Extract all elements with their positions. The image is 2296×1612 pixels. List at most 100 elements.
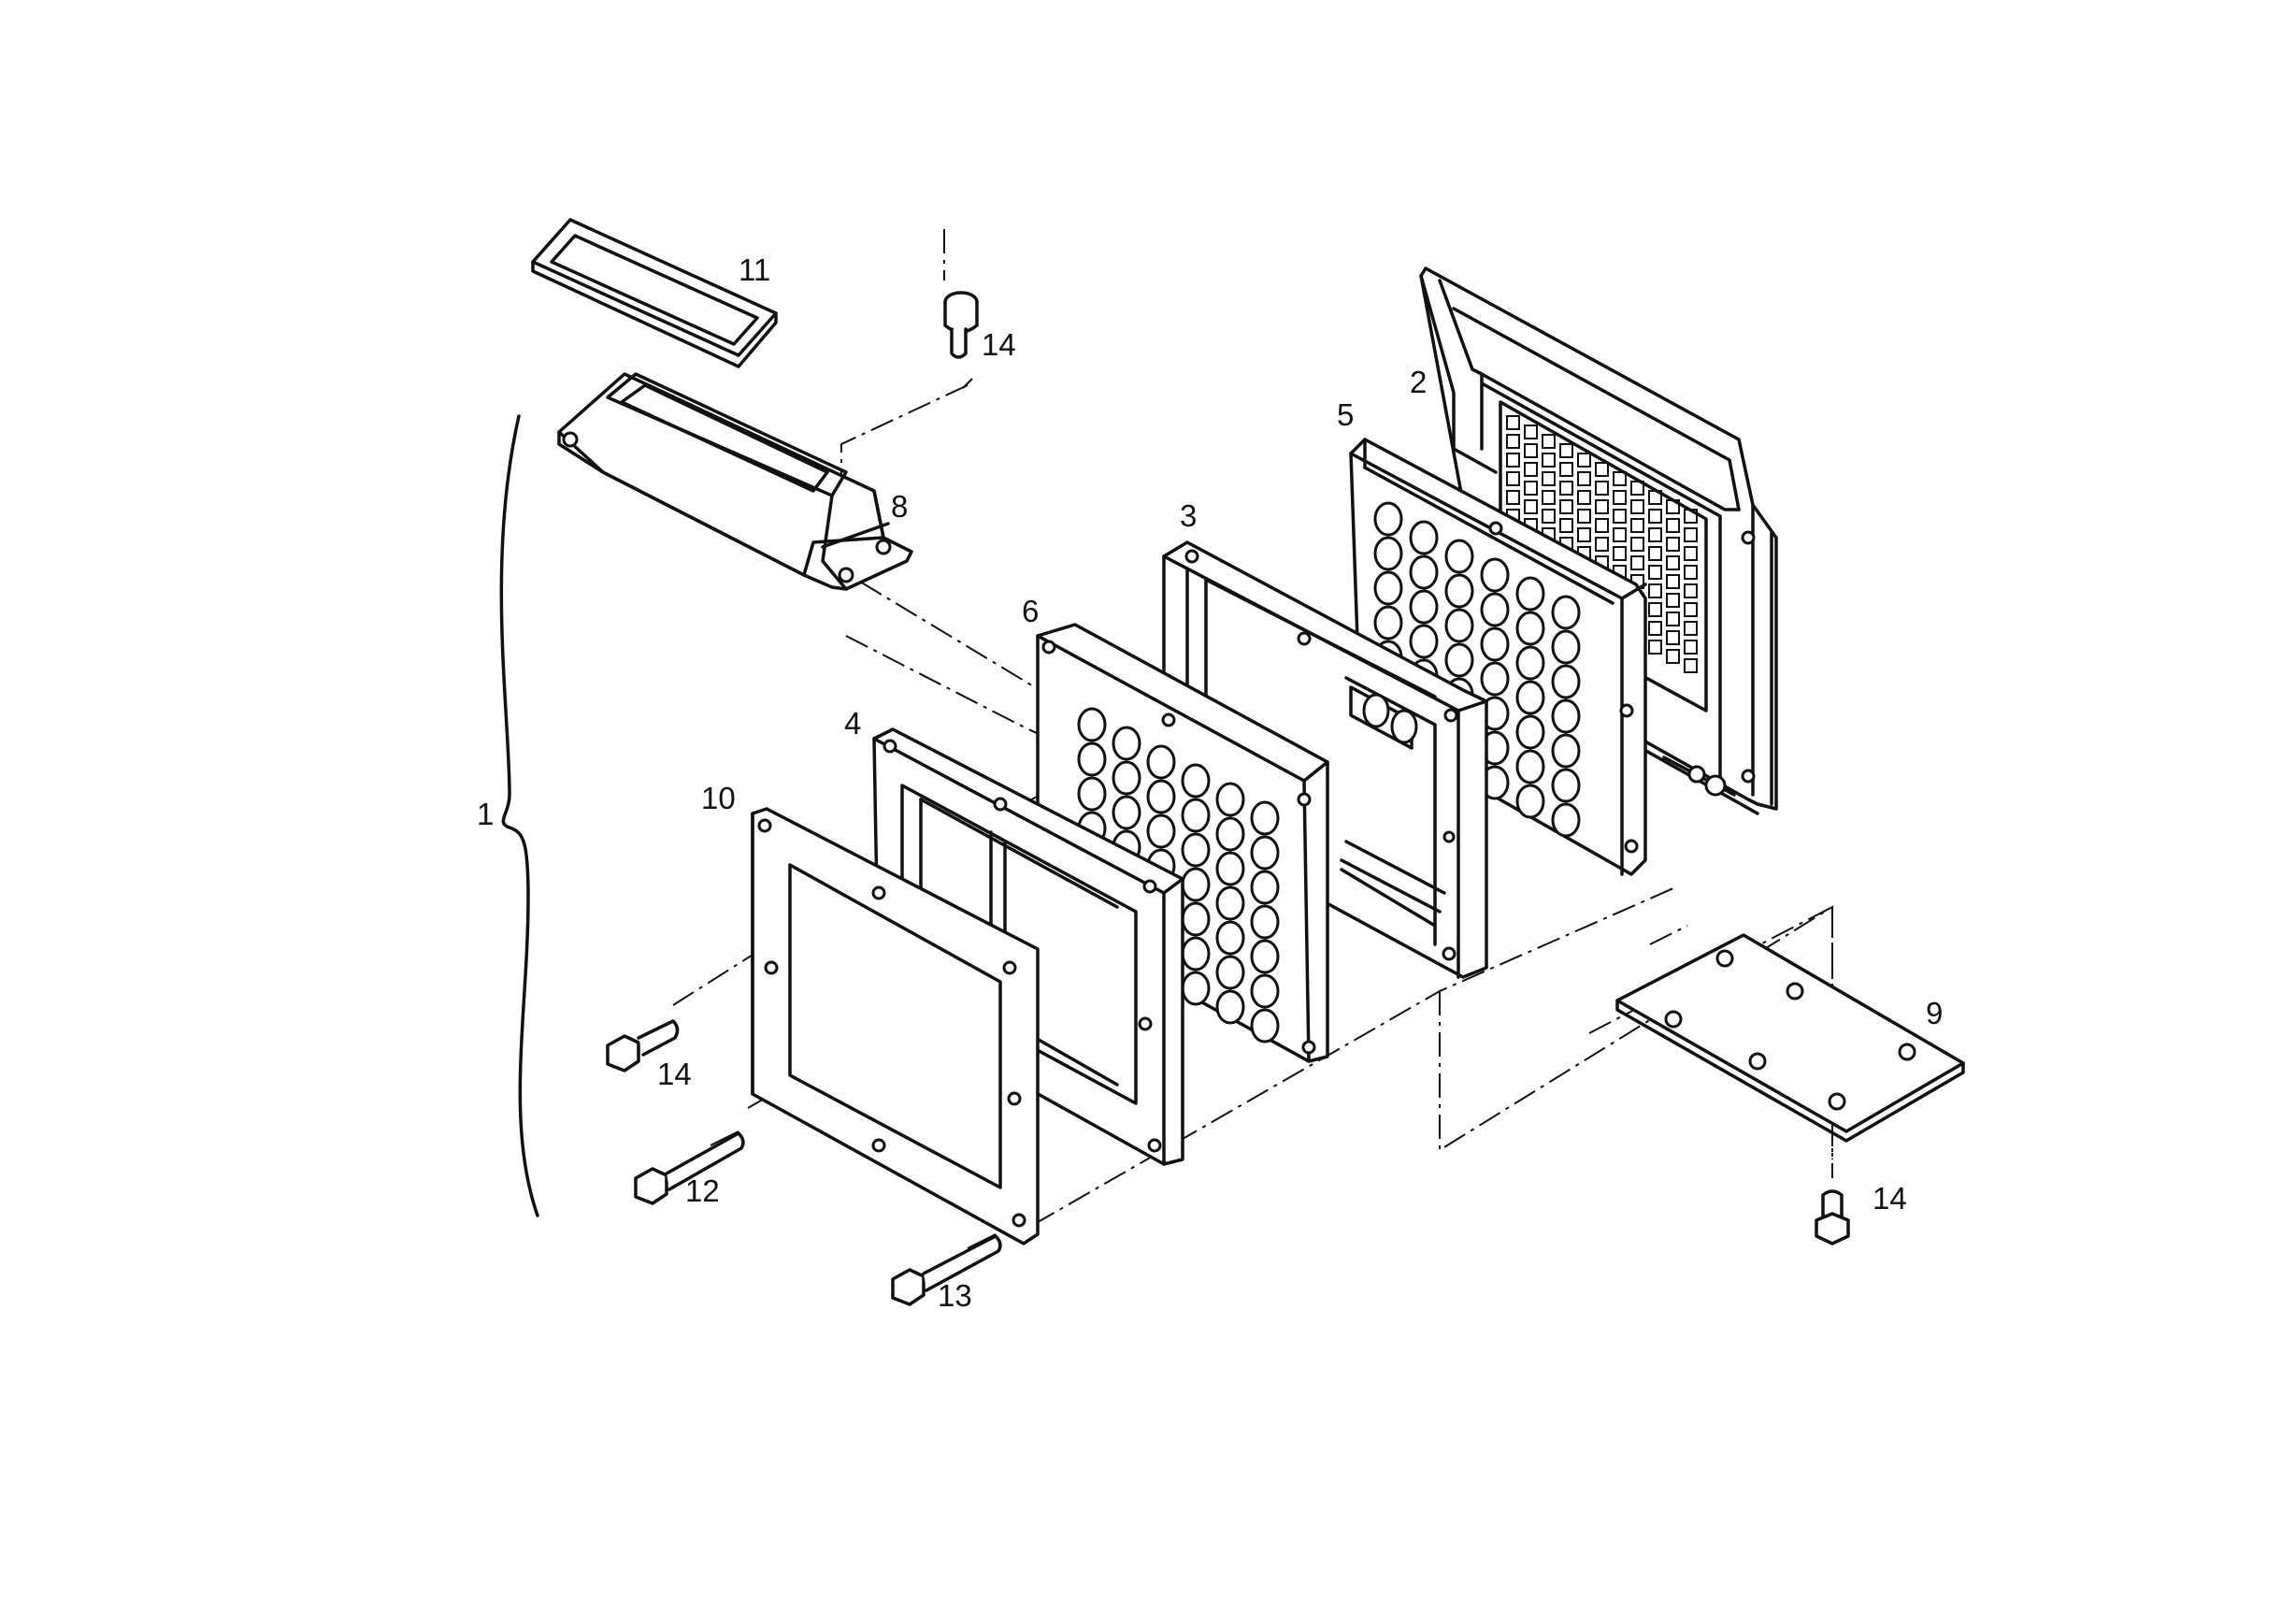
grommet-hole (1551, 733, 1581, 769)
cover-grid-cell (1524, 425, 1538, 439)
cover-grid-cell (1684, 583, 1698, 598)
grommet-hole (1444, 642, 1474, 678)
callout-4: 4 (844, 706, 861, 741)
cover-grid-cell (1542, 453, 1556, 468)
callout-5: 5 (1337, 397, 1354, 432)
cover-grid-cell (1542, 490, 1556, 505)
grommet-hole (1373, 605, 1403, 640)
grommet-hole (1215, 989, 1245, 1025)
cover-grid-cell (1666, 574, 1680, 589)
cover-grid-cell (1648, 490, 1662, 505)
callout-3: 3 (1180, 498, 1197, 533)
callout-11: 11 (739, 252, 770, 287)
cover-grid-cell (1684, 546, 1698, 561)
grommet-hole (1112, 760, 1141, 796)
callout-12: 12 (685, 1173, 720, 1208)
grommet-hole (1250, 800, 1280, 836)
cover-grid-cell (1577, 471, 1591, 486)
cover-grid-cell (1577, 527, 1591, 542)
grommet-hole (1250, 870, 1280, 905)
cover-grid-cell (1595, 481, 1609, 496)
cover-grid-cell (1630, 499, 1644, 514)
grommet-hole (1409, 554, 1439, 590)
cover-grid-cell (1506, 490, 1520, 505)
grommet-hole (1409, 589, 1439, 625)
cover-grid-cell (1684, 602, 1698, 617)
cover-grid-cell (1666, 537, 1680, 552)
grommet-hole (1373, 570, 1403, 606)
grommet-hole (1146, 779, 1176, 814)
cover-grid-cell (1648, 640, 1662, 655)
grommet-hole (1077, 741, 1107, 777)
cover-grid-cell (1559, 518, 1573, 533)
bolt-12 (634, 1130, 745, 1205)
callout-14-top: 14 (982, 327, 1016, 362)
cover-grid-cell (1684, 658, 1698, 673)
cover-grid-cell (1524, 481, 1538, 496)
grommet-hole (1077, 776, 1107, 812)
grommet-hole (1181, 832, 1211, 868)
cover-grid-cell (1666, 612, 1680, 626)
grommet-hole (1515, 576, 1545, 612)
cover-grid-cell (1666, 630, 1680, 645)
grommet-hole (1551, 595, 1581, 630)
cover-grid-cell (1613, 527, 1627, 542)
cover-grid-cell (1613, 471, 1627, 486)
bolt-13 (891, 1233, 1002, 1306)
grommet-hole (1181, 867, 1211, 902)
cover-grid-cell (1524, 499, 1538, 514)
grommet-hole (1215, 816, 1245, 852)
cover-plate-9 (1615, 933, 1965, 1143)
cover-grid-cell (1506, 471, 1520, 486)
grommet-hole (1515, 611, 1545, 646)
grommet-hole (1077, 707, 1107, 742)
cover-grid-cell (1595, 499, 1609, 514)
cover-grid-cell (1595, 462, 1609, 477)
callout-1: 1 (477, 797, 494, 831)
callout-13: 13 (938, 1278, 972, 1313)
callout-9: 9 (1926, 996, 1943, 1030)
callout-10: 10 (701, 781, 736, 815)
grommet-hole (1444, 573, 1474, 609)
grommet-hole (1480, 626, 1510, 662)
cover-grid-cell (1630, 537, 1644, 552)
cover-grid-cell (1648, 509, 1662, 524)
grommet-hole (1215, 782, 1245, 817)
cover-grid-cell (1524, 462, 1538, 477)
grommet-hole (1551, 698, 1581, 734)
screw-14-left (606, 1019, 680, 1072)
gasket-10 (751, 807, 1040, 1245)
cover-grid-cell (1577, 490, 1591, 505)
hood-8 (557, 372, 913, 591)
cover-grid-cell (1666, 649, 1680, 664)
cover-grid-cell (1630, 555, 1644, 570)
cover-grid-cell (1559, 499, 1573, 514)
callout-labels: 1 2 3 4 5 6 8 9 10 11 12 13 14 14 14 (477, 252, 1943, 1313)
grommet-hole (1480, 592, 1510, 627)
cover-grid-cell (1506, 434, 1520, 449)
grommet-hole (1112, 726, 1141, 761)
callout-2: 2 (1410, 365, 1427, 399)
grommet-hole (1551, 802, 1581, 838)
callout-8: 8 (891, 489, 908, 524)
grommet-hole (1112, 795, 1141, 830)
grommet-hole (1373, 501, 1403, 537)
cover-grid-cell (1684, 509, 1698, 524)
grommet-hole (1444, 539, 1474, 574)
cover-grid-cell (1613, 490, 1627, 505)
assembly-brace (499, 414, 539, 1217)
grommet-hole (1515, 784, 1545, 819)
cover-grid-cell (1684, 565, 1698, 580)
grommet-hole (1181, 936, 1211, 972)
screw-14-top (943, 291, 979, 359)
grommet-hole (1146, 813, 1176, 849)
grommet-hole (1515, 749, 1545, 784)
callout-6: 6 (1022, 594, 1039, 628)
cover-grid-cell (1559, 443, 1573, 458)
cover-grid-cell (1577, 509, 1591, 524)
callout-14-left: 14 (657, 1057, 692, 1091)
grommet-hole (1181, 763, 1211, 799)
cover-grid-cell (1684, 621, 1698, 636)
grommet-hole (1480, 557, 1510, 593)
